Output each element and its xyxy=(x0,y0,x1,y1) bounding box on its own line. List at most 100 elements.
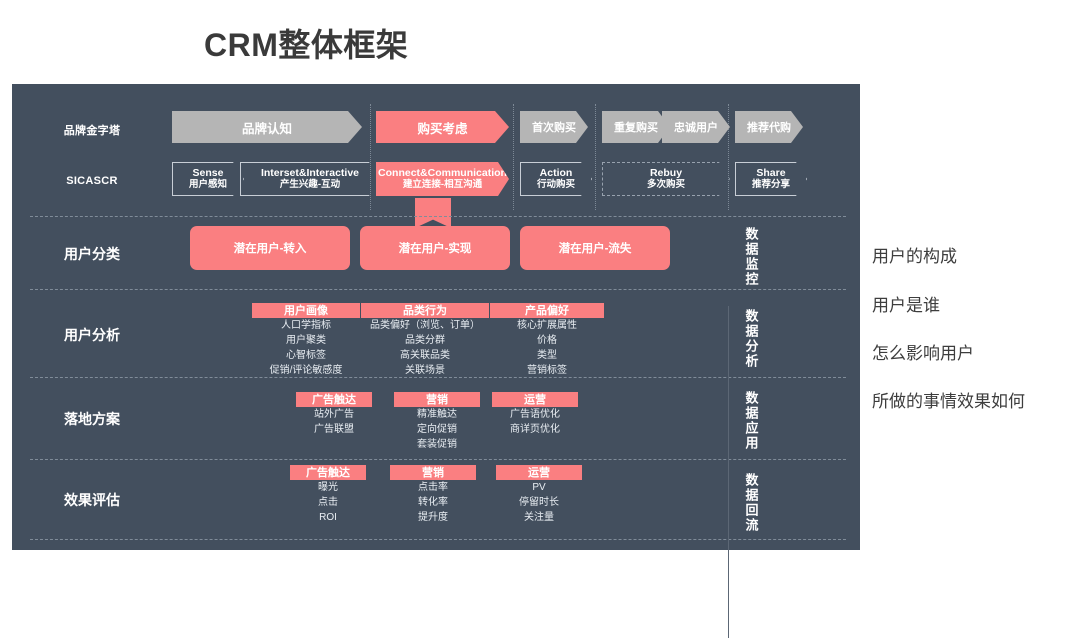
sicascr-stage-sense[interactable]: Sense 用户感知 xyxy=(172,162,244,196)
evaluation-group-ad-reach[interactable]: 广告触达 曝光 点击 ROI xyxy=(290,465,366,525)
row-label-pyramid: 品牌金字塔 xyxy=(63,125,121,137)
stage-label-en: Rebuy xyxy=(649,167,683,180)
stage-label: 品牌认知 xyxy=(241,121,292,136)
group-item: 促销/评论敏感度 xyxy=(269,365,343,376)
sicascr-stage-connect[interactable]: Connect&Communication 建立连接-相互沟通 xyxy=(376,162,509,196)
group-item: 点击 xyxy=(318,497,338,508)
evaluation-group-operations[interactable]: 运营 PV 停留时长 关注量 xyxy=(496,465,582,525)
classification-pill-inflow[interactable]: 潜在用户-转入 xyxy=(190,226,350,270)
stage-label-cn: 多次购买 xyxy=(646,179,685,191)
stage-label: 购买考虑 xyxy=(417,121,468,136)
group-header: 用户画像 xyxy=(252,303,360,318)
group-item: 价格 xyxy=(537,335,557,346)
sicascr-stage-share[interactable]: Share 推荐分享 xyxy=(735,162,807,196)
row-label-classification: 用户分类 xyxy=(64,246,120,262)
group-item: PV xyxy=(532,482,546,493)
row-divider-4 xyxy=(30,459,846,460)
stage-label: 首次购买 xyxy=(532,122,576,134)
group-header: 运营 xyxy=(492,392,578,407)
group-item: 精准触达 xyxy=(417,409,457,420)
stage-label-cn: 产生兴趣-互动 xyxy=(279,179,341,191)
row-divider-3 xyxy=(30,377,846,378)
group-item: 停留时长 xyxy=(519,497,559,508)
sicascr-stage-rebuy[interactable]: Rebuy 多次购买 xyxy=(602,162,730,196)
plan-group-ad-reach[interactable]: 广告触达 站外广告 广告联盟 xyxy=(296,392,372,437)
group-item: ROI xyxy=(319,512,337,523)
group-item: 用户聚类 xyxy=(286,335,326,346)
row-label-evaluation: 效果评估 xyxy=(64,492,120,508)
stage-label: 忠诚用户 xyxy=(674,122,718,134)
group-header: 产品偏好 xyxy=(490,303,604,318)
group-item: 商详页优化 xyxy=(510,424,560,435)
side-label-data-monitoring: 数据监控 xyxy=(743,227,759,287)
side-label-data-application: 数据应用 xyxy=(743,391,759,451)
group-item: 类型 xyxy=(537,350,557,361)
annotation-how-to-influence: 怎么影响用户 xyxy=(872,344,974,363)
stage-divider-2 xyxy=(513,104,514,210)
annotation-user-composition: 用户的构成 xyxy=(872,247,957,266)
group-item: 套装促销 xyxy=(417,439,457,450)
group-item: 关联场景 xyxy=(405,365,445,376)
annotation-who-is-user: 用户是谁 xyxy=(872,296,940,315)
stage-divider-3 xyxy=(595,104,596,210)
pyramid-stage-referral[interactable]: 推荐代购 xyxy=(735,111,803,143)
crm-framework-diagram: 品牌金字塔 品牌认知 购买考虑 首次购买 重复购买 忠诚用户 推荐代购 SICA… xyxy=(12,84,860,638)
side-label-data-feedback: 数据回流 xyxy=(743,473,759,533)
plan-group-operations[interactable]: 运营 广告语优化 商详页优化 xyxy=(492,392,578,437)
stage-label-cn: 推荐分享 xyxy=(751,179,790,191)
group-header: 广告触达 xyxy=(290,465,366,480)
pill-label: 潜在用户-实现 xyxy=(398,243,472,255)
side-label-data-analysis: 数据分析 xyxy=(743,309,759,369)
annotation-effect-of-actions: 所做的事情效果如何 xyxy=(872,392,1025,411)
pyramid-stage-repeat-purchase[interactable]: 重复购买 xyxy=(602,111,670,143)
stage-label-en: Connect&Communication xyxy=(378,167,507,180)
analysis-group-category-behavior[interactable]: 品类行为 品类偏好（浏览、订单） 品类分群 高关联品类 关联场景 xyxy=(361,303,489,378)
stage-label-cn: 建立连接-相互沟通 xyxy=(402,179,483,191)
stage-label-cn: 行动购买 xyxy=(536,179,575,191)
group-item: 关注量 xyxy=(524,512,554,523)
row-label-plan: 落地方案 xyxy=(64,411,120,427)
stage-label-en: Sense xyxy=(192,167,224,180)
classification-pill-realized[interactable]: 潜在用户-实现 xyxy=(360,226,510,270)
stage-label-en: Share xyxy=(756,167,786,180)
group-item: 定向促销 xyxy=(417,424,457,435)
analysis-group-product-preference[interactable]: 产品偏好 核心扩展属性 价格 类型 营销标签 xyxy=(490,303,604,378)
evaluation-group-marketing[interactable]: 营销 点击率 转化率 提升度 xyxy=(390,465,476,525)
pill-label: 潜在用户-流失 xyxy=(558,243,632,255)
page-title: CRM整体框架 xyxy=(204,27,409,63)
group-item: 广告联盟 xyxy=(314,424,354,435)
group-item: 转化率 xyxy=(418,497,448,508)
row-label-sicascr: SICASCR xyxy=(66,175,118,187)
flow-connector-arrow xyxy=(415,198,451,228)
analysis-group-persona[interactable]: 用户画像 人口学指标 用户聚类 心智标签 促销/评论敏感度 xyxy=(252,303,360,378)
stage-divider-4 xyxy=(728,104,729,210)
stage-label-en: Interset&Interactive xyxy=(260,167,360,180)
sicascr-stage-interest[interactable]: Interset&Interactive 产生兴趣-互动 xyxy=(240,162,380,196)
group-item: 高关联品类 xyxy=(400,350,450,361)
side-label-separator xyxy=(728,306,729,638)
pyramid-stage-awareness[interactable]: 品牌认知 xyxy=(172,111,362,143)
group-item: 核心扩展属性 xyxy=(517,320,577,331)
group-item: 品类分群 xyxy=(405,335,445,346)
stage-label-cn: 用户感知 xyxy=(188,179,227,191)
stage-label: 推荐代购 xyxy=(747,122,791,134)
group-header: 广告触达 xyxy=(296,392,372,407)
group-header: 品类行为 xyxy=(361,303,489,318)
sicascr-stage-action[interactable]: Action 行动购买 xyxy=(520,162,592,196)
pyramid-stage-consideration[interactable]: 购买考虑 xyxy=(376,111,509,143)
row-divider-5 xyxy=(30,539,846,540)
plan-group-marketing[interactable]: 营销 精准触达 定向促销 套装促销 xyxy=(394,392,480,452)
stage-label-en: Action xyxy=(539,167,573,180)
classification-pill-churn[interactable]: 潜在用户-流失 xyxy=(520,226,670,270)
group-item: 站外广告 xyxy=(314,409,354,420)
row-divider-2 xyxy=(30,289,846,290)
group-header: 运营 xyxy=(496,465,582,480)
group-item: 品类偏好（浏览、订单） xyxy=(370,320,480,331)
stage-label: 重复购买 xyxy=(614,122,658,134)
stage-divider-1 xyxy=(370,104,371,210)
group-header: 营销 xyxy=(394,392,480,407)
group-header: 营销 xyxy=(390,465,476,480)
group-item: 人口学指标 xyxy=(281,320,331,331)
pyramid-stage-first-purchase[interactable]: 首次购买 xyxy=(520,111,588,143)
pyramid-stage-loyal-user[interactable]: 忠诚用户 xyxy=(662,111,730,143)
